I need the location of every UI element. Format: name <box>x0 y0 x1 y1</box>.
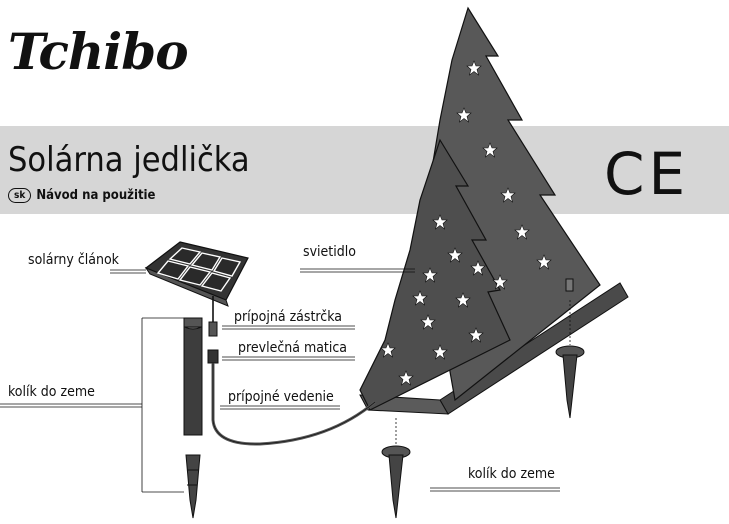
document-subtitle: Návod na použitie <box>36 188 156 203</box>
header-band <box>0 126 729 214</box>
tree-stake-right <box>555 345 585 419</box>
label-cable: prípojné vedenie <box>228 389 334 405</box>
document-title: Solárna jedlička <box>8 140 250 180</box>
cable-assembly <box>207 296 376 446</box>
brand-logo: Tchibo <box>8 22 189 81</box>
label-solar-cell: solárny článok <box>28 252 119 268</box>
label-stake-bottom: kolík do zeme <box>468 466 555 482</box>
brand-logo-text: Tchibo <box>8 22 189 81</box>
label-nut: prevlečná matica <box>238 340 348 356</box>
solar-stake <box>183 317 203 519</box>
ce-mark: CE <box>604 140 690 208</box>
leader-lines <box>0 268 560 493</box>
language-badge: sk <box>8 188 32 203</box>
document-subtitle-row: sk Návod na použitie <box>8 188 156 203</box>
label-light: svietidlo <box>303 244 356 260</box>
solar-panel <box>144 241 249 307</box>
tree-stake-bottom <box>381 445 411 519</box>
guide-lines <box>395 300 571 446</box>
label-plug: prípojná zástrčka <box>234 309 342 325</box>
label-stake-left: kolík do zeme <box>8 384 95 400</box>
base-post <box>565 278 574 292</box>
